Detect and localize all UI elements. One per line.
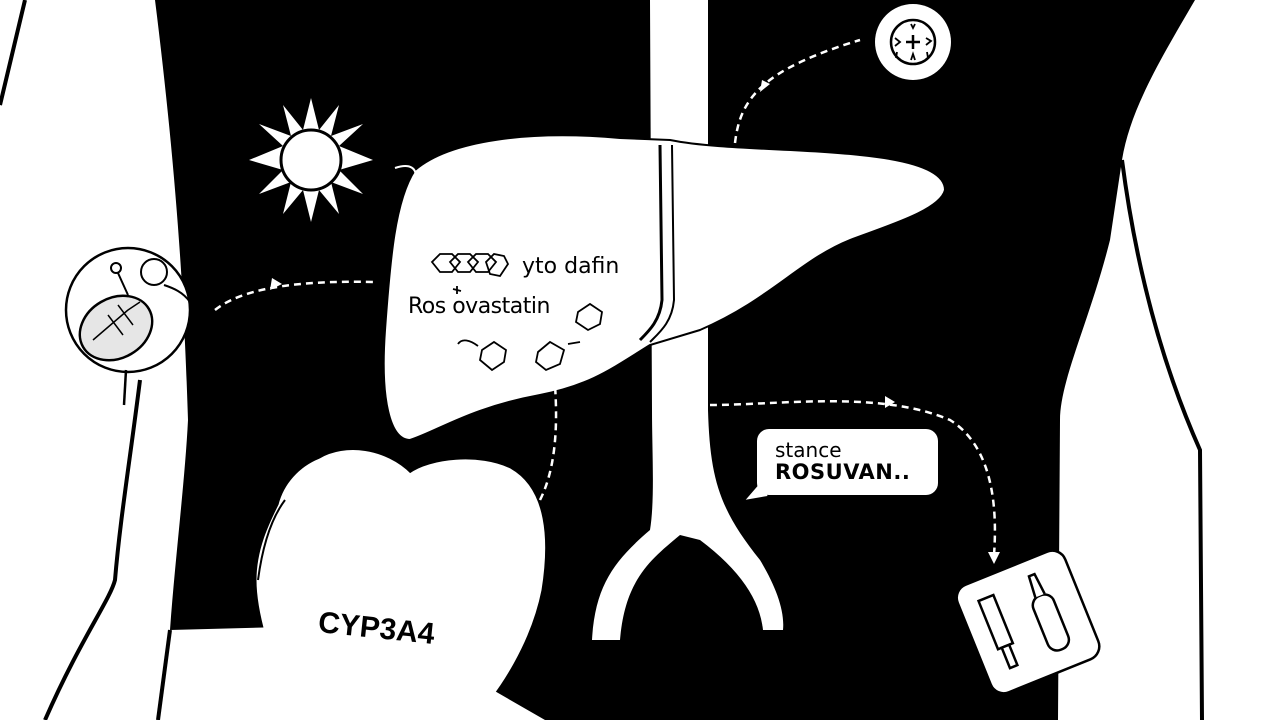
heart — [256, 450, 546, 720]
liver-label-line1: yto dafin — [522, 254, 620, 279]
right-arm-outline — [1120, 159, 1204, 720]
liver-label-line2: Ros ovastatin — [408, 294, 550, 319]
clock-compass-icon — [875, 4, 951, 80]
speech-bubble-tail — [742, 478, 768, 500]
sun-icon — [249, 98, 373, 222]
speech-bubble — [757, 429, 938, 495]
molecule-doodles — [430, 253, 603, 372]
stomach-pill-icon — [64, 246, 192, 406]
left-arm-outline — [0, 0, 142, 720]
connector-heart-to-liver — [538, 384, 558, 501]
connector-aorta-to-tubes — [709, 400, 997, 556]
speech-bubble-line2: ROSUVAN.. — [775, 460, 911, 484]
speech-bubble-line1: stance — [775, 438, 842, 462]
test-tubes-icon — [955, 549, 1101, 695]
liver — [382, 134, 947, 442]
